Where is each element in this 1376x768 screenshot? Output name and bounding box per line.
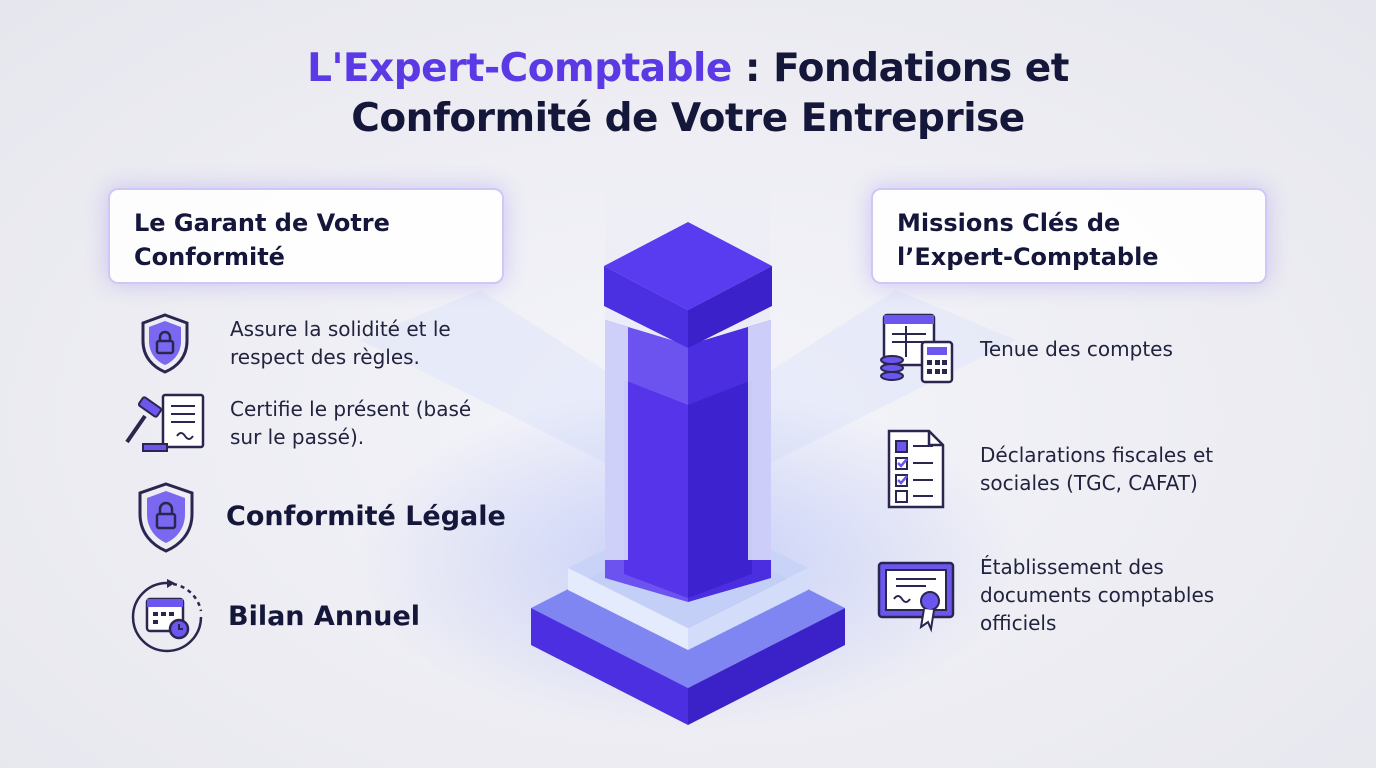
calendar-clock-icon [128,578,206,656]
right-item-3-text: Établissement des documents comptables o… [980,553,1214,637]
shield-lock-icon [134,310,196,376]
right-card-line-1: Missions Clés de [897,209,1121,237]
right-item-2-line-2: sociales (TGC, CAFAT) [980,471,1198,495]
left-item-4: Bilan Annuel [128,578,420,656]
pillar-capital [604,222,772,348]
left-item-3: Conformité Légale [132,480,506,554]
right-item-1: Tenue des comptes [878,312,1173,386]
pillar-column [605,320,771,602]
right-item-1-text: Tenue des comptes [980,337,1173,361]
page-title: L'Expert-Comptable : Fondations et Confo… [0,44,1376,144]
left-card-line-2: Conformité [134,243,285,271]
right-item-2: Déclarations fiscales et sociales (TGC, … [884,428,1213,510]
right-item-2-line-1: Déclarations fiscales et [980,443,1214,467]
left-item-4-text: Bilan Annuel [228,601,421,632]
right-item-2-text: Déclarations fiscales et sociales (TGC, … [980,441,1213,497]
left-card-line-1: Le Garant de Votre [134,209,390,237]
left-item-1-line-1: Assure la solidité et le [230,317,451,341]
title-line-2: Conformité de Votre Entreprise [351,96,1025,141]
left-item-2-text: Certifie le présent (basé sur le passé). [230,395,471,451]
shield-lock-icon [132,480,200,554]
ledger-calculator-icon [878,312,956,386]
right-card-line-2: l’Expert-Comptable [897,243,1159,271]
right-item-3-line-2: documents comptables [980,583,1215,607]
right-item-3-line-1: Établissement des [980,555,1164,579]
right-item-3: Établissement des documents comptables o… [876,553,1214,637]
certificate-icon [876,555,956,635]
title-line-1: L'Expert-Comptable : Fondations et [0,44,1376,94]
left-card: Le Garant de Votre Conformité [108,188,504,284]
right-card: Missions Clés de l’Expert-Comptable [871,188,1267,284]
left-item-2-line-2: sur le passé). [230,425,365,449]
left-item-1-line-2: respect des règles. [230,345,420,369]
left-item-2-line-1: Certifie le présent (basé [230,397,472,421]
title-rest: : Fondations et [731,46,1070,91]
checklist-document-icon [884,428,948,510]
left-item-2: Certifie le présent (basé sur le passé). [120,392,471,454]
right-item-3-line-3: officiels [980,611,1057,635]
left-item-3-text: Conformité Légale [226,501,506,532]
left-item-1: Assure la solidité et le respect des règ… [134,310,451,376]
title-accent: L'Expert-Comptable [307,46,732,91]
gavel-document-icon [120,392,208,454]
left-item-1-text: Assure la solidité et le respect des règ… [230,315,451,371]
